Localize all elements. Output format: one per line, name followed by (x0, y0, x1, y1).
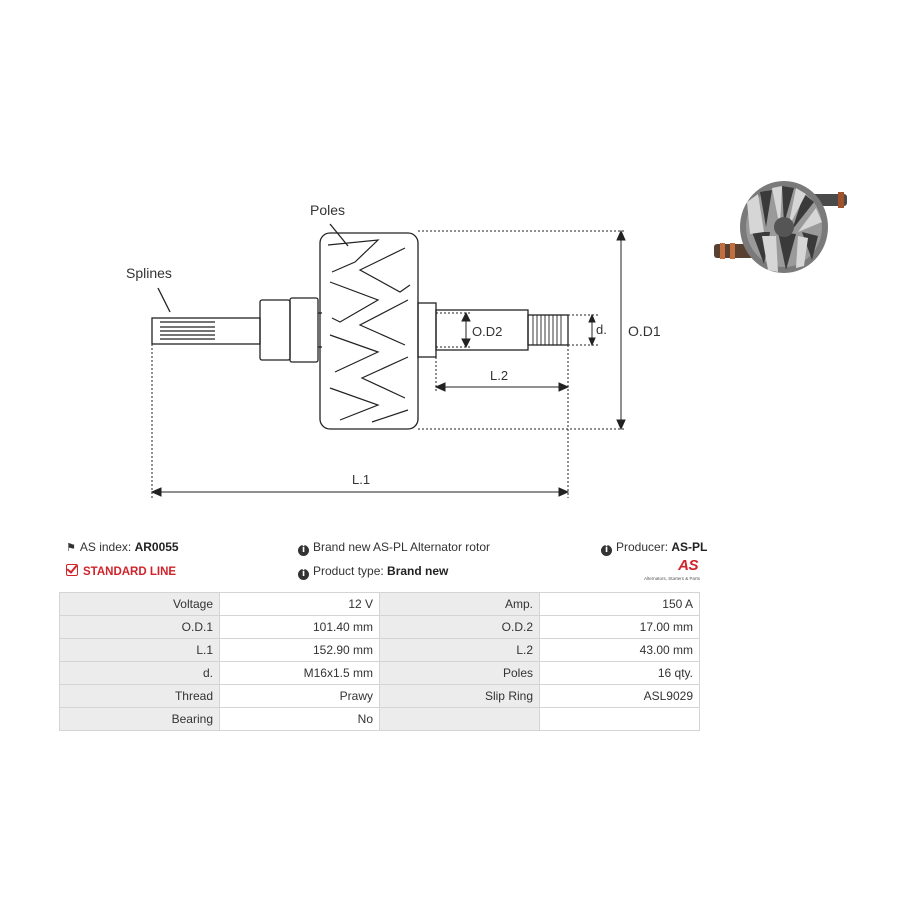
front-collar-ring (289, 297, 319, 363)
producer-value: AS-PL (671, 540, 708, 554)
spec-label: O.D.2 (379, 615, 540, 639)
info-icon: i (298, 545, 309, 556)
info-icon: i (298, 569, 309, 580)
claw-poles (327, 239, 411, 423)
poles-label: Poles (310, 202, 345, 218)
spec-value: M16x1.5 mm (219, 661, 380, 685)
splines-label: Splines (126, 265, 172, 281)
spec-label: d. (59, 661, 220, 685)
alternator-rotor-photo-icon (714, 181, 847, 273)
threaded-end (527, 314, 569, 346)
d-label: d. (596, 322, 607, 337)
as-pl-logo: AS Alternators, Starters & Parts (636, 557, 700, 583)
spec-value: 43.00 mm (539, 638, 700, 662)
l1-label: L.1 (352, 472, 370, 487)
producer: i Producer: AS-PL (601, 540, 707, 556)
as-index: ⚑AS index: AR0055 (66, 540, 179, 554)
od2-label: O.D2 (472, 324, 502, 339)
product-type-value: Brand new (387, 564, 449, 578)
spec-label: Voltage (59, 592, 220, 616)
spec-value: No (219, 707, 380, 731)
od1-label: O.D1 (628, 323, 661, 339)
spec-label: O.D.1 (59, 615, 220, 639)
rear-collar (417, 302, 437, 358)
spec-label: L.2 (379, 638, 540, 662)
spec-value: 12 V (219, 592, 380, 616)
rotor-body (319, 232, 419, 430)
producer-label: Producer: (616, 540, 672, 554)
spec-label: Thread (59, 684, 220, 708)
logo-subtitle: Alternators, Starters & Parts (643, 576, 700, 581)
description-text: Brand new AS-PL Alternator rotor (313, 540, 490, 554)
spec-value: 150 A (539, 592, 700, 616)
spec-label: Amp. (379, 592, 540, 616)
as-index-value: AR0055 (134, 540, 179, 554)
rotor-technical-drawing: Poles Splines O.D2 O.D1 d. L.2 L.1 (126, 202, 661, 498)
spec-value: ASL9029 (539, 684, 700, 708)
spec-label: Poles (379, 661, 540, 685)
spec-label (379, 707, 540, 731)
tag-icon: ⚑ (66, 541, 76, 554)
product-type-label: Product type: (313, 564, 388, 578)
info-icon: i (601, 545, 612, 556)
spec-label: Bearing (59, 707, 220, 731)
spec-value: 101.40 mm (219, 615, 380, 639)
l2-label: L.2 (490, 368, 508, 383)
description: i Brand new AS-PL Alternator rotor (298, 540, 490, 556)
spec-value: 152.90 mm (219, 638, 380, 662)
front-collar (259, 299, 291, 361)
product-type: i Product type: Brand new (298, 564, 448, 580)
spec-label: Slip Ring (379, 684, 540, 708)
checkbox-icon (66, 564, 78, 576)
standard-line-text: STANDARD LINE (83, 566, 177, 578)
logo-mark: AS (678, 557, 698, 574)
spec-value (539, 707, 700, 731)
spec-value: 16 qty. (539, 661, 700, 685)
spec-value: 17.00 mm (539, 615, 700, 639)
standard-line-badge: STANDARD LINE (66, 564, 176, 578)
spec-label: L.1 (59, 638, 220, 662)
as-index-label: AS index: (79, 540, 135, 554)
spec-value: Prawy (219, 684, 380, 708)
